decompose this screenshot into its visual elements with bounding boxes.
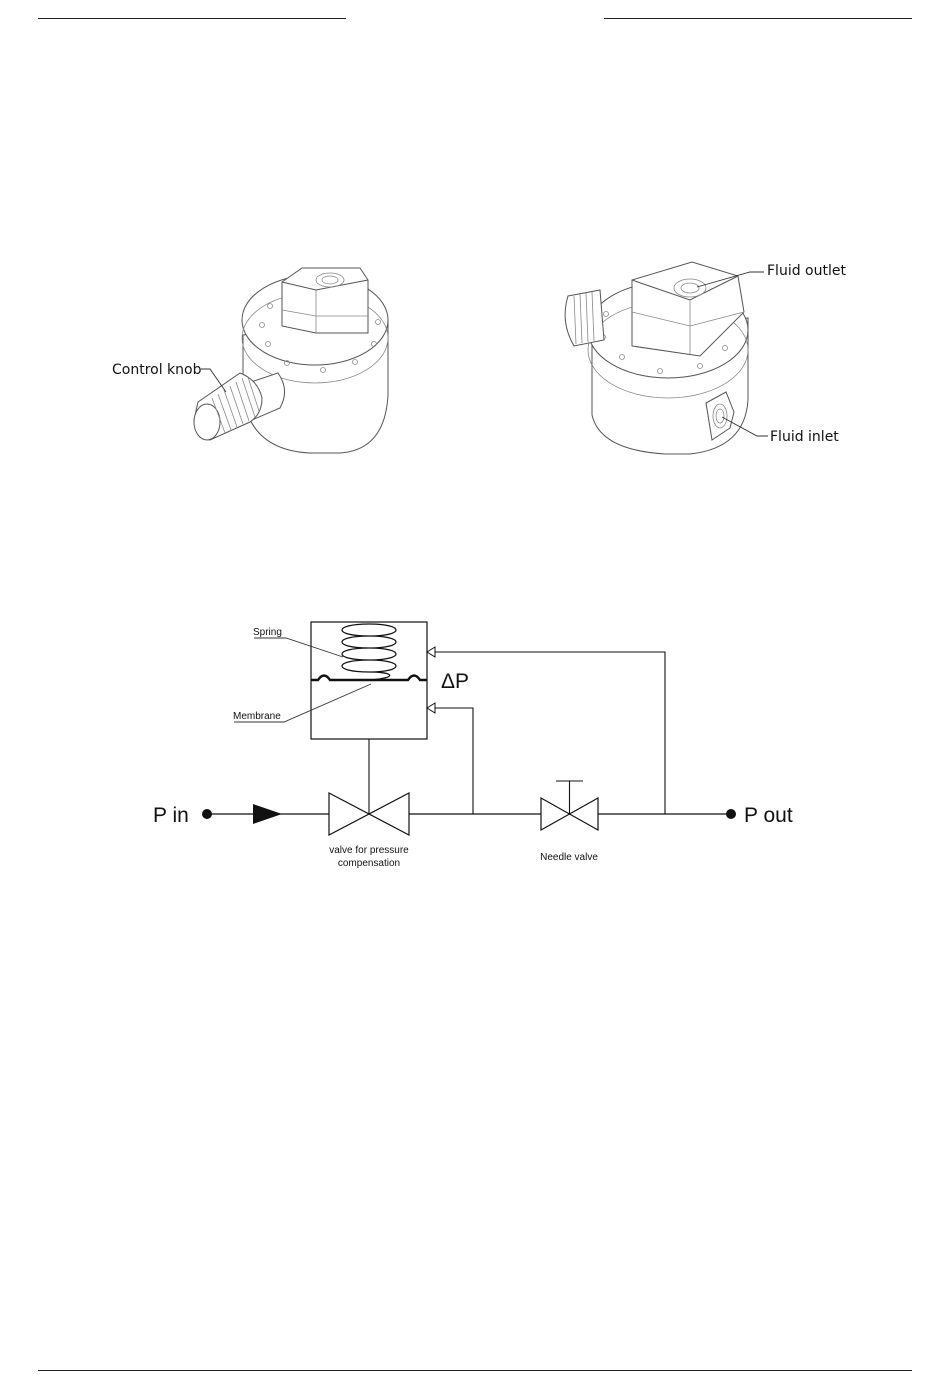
fluid-inlet-label: Fluid inlet — [770, 429, 839, 445]
fluid-outlet-label: Fluid outlet — [767, 263, 846, 279]
control-knob-label: Control knob — [112, 362, 202, 378]
p-out-node — [726, 809, 736, 819]
check-valve-symbol — [253, 804, 282, 824]
control-knob — [194, 373, 262, 440]
outlet-feedback-arrow — [427, 647, 435, 657]
pressure-compensation-schematic: Spring Membrane ΔP P in P out valve for … — [153, 622, 793, 869]
p-in-label: P in — [153, 804, 189, 827]
rear-knob — [565, 290, 604, 346]
delta-p-label: ΔP — [441, 670, 469, 693]
p-in-node — [202, 809, 212, 819]
right-device-illustration: Fluid outlet Fluid inlet — [565, 262, 846, 454]
compensation-valve-label-line1: valve for pressure — [329, 845, 409, 856]
membrane-label: Membrane — [233, 711, 281, 722]
left-device-illustration: Control knob — [112, 268, 388, 453]
compensation-valve-label-line2: compensation — [338, 858, 400, 869]
needle-valve-label: Needle valve — [540, 852, 598, 863]
spring-label: Spring — [253, 627, 282, 638]
mid-feedback-arrow — [427, 703, 435, 713]
p-out-label: P out — [744, 804, 793, 827]
mid-feedback-line — [427, 708, 473, 814]
